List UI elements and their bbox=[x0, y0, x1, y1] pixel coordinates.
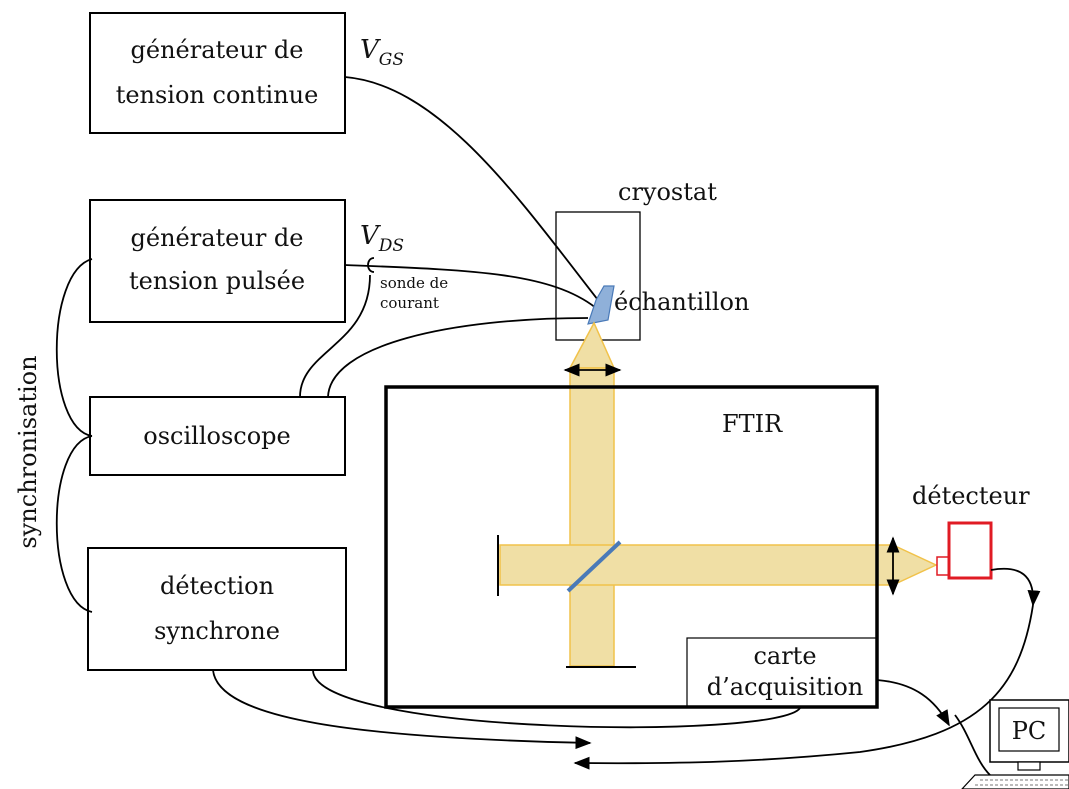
lockin-return-wire-2 bbox=[212, 669, 592, 750]
vgs-label: VGS bbox=[360, 35, 404, 70]
probe-label-2: courant bbox=[380, 294, 439, 312]
synchronisation-label: synchronisation bbox=[14, 355, 42, 548]
beam-cone-to-detector bbox=[892, 543, 938, 587]
ftir-label: FTIR bbox=[722, 410, 783, 438]
probe-label-1: sonde de bbox=[380, 274, 448, 292]
ftir-box bbox=[384, 385, 879, 709]
pulse-generator-label-1: générateur de bbox=[131, 224, 304, 252]
oscilloscope-label: oscilloscope bbox=[143, 422, 290, 450]
lockin-label-2: synchrone bbox=[154, 617, 280, 645]
sync-bracket-upper bbox=[55, 258, 93, 437]
pulse-generator-box bbox=[89, 199, 346, 323]
beam-vertical bbox=[569, 367, 615, 667]
probe-to-oscilloscope-wire bbox=[299, 274, 371, 398]
vgs-wire bbox=[344, 76, 599, 301]
sync-bracket-lower bbox=[55, 435, 93, 613]
current-probe-icon bbox=[367, 257, 375, 273]
acquisition-card-label-2: d’acquisition bbox=[707, 673, 863, 701]
detector-to-pc-wire bbox=[990, 567, 1041, 607]
card-to-pc-wire bbox=[876, 679, 950, 727]
pc-label: PC bbox=[1012, 717, 1047, 745]
acquisition-card-label-1: carte bbox=[753, 642, 816, 670]
beam-cone-to-sample bbox=[568, 321, 616, 369]
beam-horizontal bbox=[499, 544, 894, 586]
vds-wire bbox=[344, 264, 597, 309]
dc-generator-label-2: tension continue bbox=[116, 81, 319, 109]
dc-generator-box bbox=[89, 12, 346, 134]
sample-to-oscilloscope-wire bbox=[327, 317, 589, 398]
beamsplitter-icon bbox=[566, 540, 622, 593]
lockin-return-wire-1 bbox=[312, 669, 801, 729]
detector-window-icon bbox=[936, 556, 950, 576]
pc-to-lockin-wire bbox=[573, 604, 1034, 770]
cryostat-label: cryostat bbox=[618, 178, 717, 206]
sample-icon bbox=[587, 285, 615, 325]
detector-label: détecteur bbox=[912, 482, 1030, 510]
pc-icon bbox=[961, 699, 1069, 789]
vds-label: VDS bbox=[360, 221, 404, 256]
lockin-label-1: détection bbox=[160, 572, 274, 600]
sample-label: échantillon bbox=[614, 288, 749, 316]
pulse-generator-label-2: tension pulsée bbox=[129, 267, 305, 295]
dc-generator-label-1: générateur de bbox=[131, 36, 304, 64]
detector-body-icon bbox=[947, 521, 993, 580]
acquisition-card-box bbox=[686, 637, 878, 708]
pc-cable bbox=[954, 714, 991, 776]
lockin-box bbox=[87, 547, 347, 671]
